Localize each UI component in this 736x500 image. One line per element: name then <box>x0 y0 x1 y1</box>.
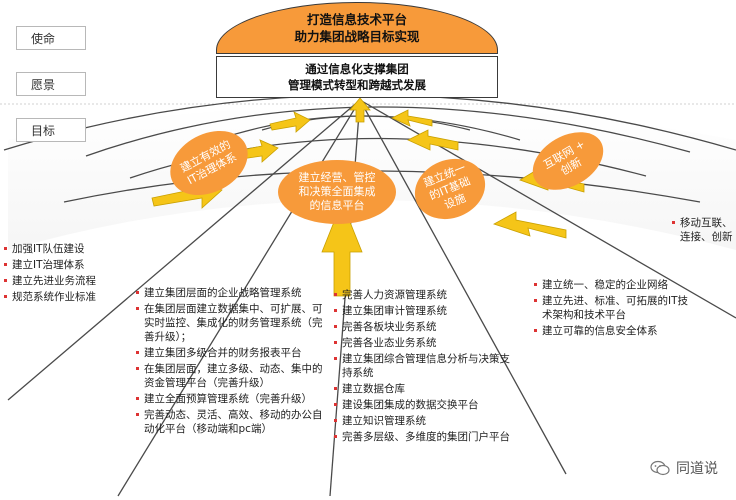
goal-integrated-platform-line-2: 和决策全面集成 <box>298 185 376 198</box>
list-item: 建立可靠的信息安全体系 <box>534 324 694 338</box>
list-item: 完善人力资源管理系统 <box>334 288 510 302</box>
list-item: 建立知识管理系统 <box>334 414 510 428</box>
list-item: 规范系统作业标准 <box>4 290 136 304</box>
goal-integrated-platform: 建立经营、管控 和决策全面集成 的信息平台 <box>278 160 396 224</box>
goal-integrated-platform-line-3: 的信息平台 <box>309 199 365 212</box>
ray-4 <box>359 99 567 475</box>
list-item: 建立数据仓库 <box>334 382 510 396</box>
list-item: 完善动态、灵活、高效、移动的办公自动化平台（移动端和pc端） <box>136 408 324 436</box>
list-item: 建立统一、稳定的企业网络 <box>534 278 694 292</box>
watermark-text: 同道说 <box>676 461 718 477</box>
list-item: 完善各板块业务系统 <box>334 320 510 334</box>
vision-line-1: 通过信息化支撑集团 <box>305 62 409 76</box>
list-item: 建立集团层面的企业战略管理系统 <box>136 286 324 300</box>
internet-list: 移动互联、连接、创新 <box>672 216 734 246</box>
list-item: 移动互联、连接、创新 <box>672 216 734 244</box>
list-item: 建立集团审计管理系统 <box>334 304 510 318</box>
vision-row-label: 愿景 <box>16 72 86 96</box>
list-item: 建立全面预算管理系统（完善升级） <box>136 392 324 406</box>
arc-middle <box>85 106 691 157</box>
list-item: 建立先进、标准、可拓展的IT技术架构和技术平台 <box>534 294 694 322</box>
list-item: 完善多层级、多维度的集团门户平台 <box>334 430 510 444</box>
list-item: 加强IT队伍建设 <box>4 242 136 256</box>
vision-box: 通过信息化支撑集团 管理模式转型和跨越式发展 <box>216 56 498 98</box>
list-item: 建设集团集成的数据交换平台 <box>334 398 510 412</box>
goal-integrated-platform-line-1: 建立经营、管控 <box>298 171 376 184</box>
watermark: 同道说 <box>650 458 718 478</box>
goal-row-label: 目标 <box>16 118 86 142</box>
arrow-right-3 <box>407 129 459 151</box>
platform-list-right: 完善人力资源管理系统 建立集团审计管理系统 完善各板块业务系统 完善各业态业务系… <box>334 288 510 446</box>
platform-list-left: 建立集团层面的企业战略管理系统 在集团层面建立数据集中、可扩展、可实时监控、集成… <box>136 286 324 438</box>
mission-line-1: 打造信息技术平台 <box>306 12 407 27</box>
wechat-icon <box>650 460 670 476</box>
arrow-right-4 <box>391 109 433 127</box>
vision-line-2: 管理模式转型和跨越式发展 <box>288 78 426 92</box>
list-item: 在集团层面，建立多级、动态、集中的资金管理平台（完善升级） <box>136 362 324 390</box>
list-item: 建立IT治理体系 <box>4 258 136 272</box>
arrow-center-small <box>349 97 371 123</box>
mission-row-label: 使命 <box>16 26 86 50</box>
arrow-left-3 <box>269 111 311 133</box>
governance-list: 加强IT队伍建设 建立IT治理体系 建立先进业务流程 规范系统作业标准 <box>4 242 136 306</box>
list-item: 建立先进业务流程 <box>4 274 136 288</box>
list-item: 在集团层面建立数据集中、可扩展、可实时监控、集成化的财务管理系统（完善升级）； <box>136 302 324 344</box>
list-item: 完善各业态业务系统 <box>334 336 510 350</box>
infrastructure-list: 建立统一、稳定的企业网络 建立先进、标准、可拓展的IT技术架构和技术平台 建立可… <box>534 278 694 340</box>
mission-line-2: 助力集团战略目标实现 <box>294 29 420 44</box>
arrow-up-center <box>321 200 363 297</box>
list-item: 建立集团综合管理信息分析与决策支持系统 <box>334 352 510 380</box>
list-item: 建立集团多级合并的财务报表平台 <box>136 346 324 360</box>
arrow-right-1 <box>493 211 567 239</box>
ray-1 <box>7 99 361 401</box>
